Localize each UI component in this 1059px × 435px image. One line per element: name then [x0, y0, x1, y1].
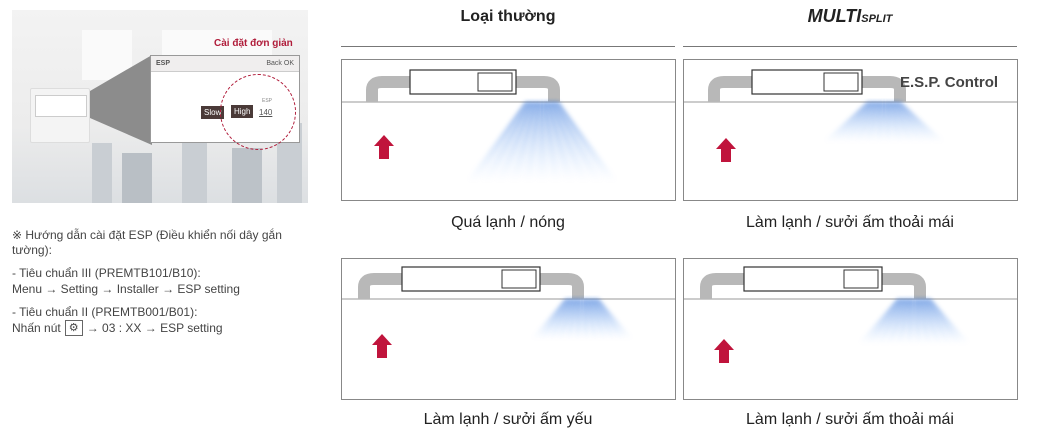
airflow-stream [508, 102, 538, 182]
airflow-stream [845, 102, 877, 142]
airflow-stream [552, 102, 604, 182]
screen-title: ESP [156, 60, 171, 67]
up-arrow-icon [714, 339, 734, 363]
unit-panel [823, 72, 859, 92]
airflow-stream [543, 102, 562, 182]
up-arrow-icon [372, 334, 392, 358]
airflow-stream [927, 299, 970, 344]
airflow-stream [868, 299, 904, 344]
airflow-stream [555, 102, 618, 182]
caption: Làm lạnh / sưởi ấm yếu [423, 411, 593, 428]
airflow-stream [595, 299, 633, 339]
wired-remote-controller [30, 88, 90, 143]
divider [683, 46, 1017, 47]
divider [341, 46, 675, 47]
unit-panel [843, 269, 879, 289]
unit-panel [477, 72, 513, 92]
panel-standard-weak [341, 258, 676, 400]
airflow-stream [531, 299, 569, 339]
airflow-stream [494, 102, 535, 182]
ok-button: OK [283, 60, 294, 67]
option-slow: Slow [201, 106, 225, 119]
panel-multi-comfort-1: E.S.P. Control [683, 59, 1018, 201]
unit-panel [501, 269, 537, 289]
airflow-stream [897, 102, 945, 142]
panel-multi-comfort-2 [683, 258, 1018, 400]
highlight-circle [220, 74, 296, 150]
duct-left [358, 273, 402, 299]
airflow-stream [466, 102, 529, 182]
duct-right [540, 273, 584, 299]
airflow-stream [480, 102, 532, 182]
std2-title: - Tiêu chuẩn II (PREMTB001/B01): [12, 305, 198, 319]
back-button: Back [266, 60, 282, 67]
duct-right [862, 76, 906, 102]
hero-title: Cài đặt đơn giản [214, 38, 293, 49]
airflow-stream [558, 299, 578, 339]
std2-prefix: Nhấn nút [12, 320, 61, 335]
duct-left [366, 76, 410, 102]
std3-title: - Tiêu chuẩn III (PREMTB101/B10): [12, 266, 201, 280]
airflow-stream [549, 102, 590, 182]
duct-left [708, 76, 752, 102]
column-header-standard: Loại thường [460, 8, 556, 25]
duct-right [882, 273, 926, 299]
std2-path: → 03 : XX → ESP setting [86, 320, 223, 335]
airflow-stream [878, 299, 907, 344]
airflow-stream [834, 102, 874, 142]
up-arrow-icon [716, 138, 736, 162]
airflow-stream [888, 299, 910, 344]
airflow-stream [858, 299, 901, 344]
duct-left [700, 273, 744, 299]
airflow-stream [522, 102, 541, 182]
airflow-stream [540, 299, 572, 339]
caption: Làm lạnh / sưởi ấm thoải mái [746, 411, 954, 428]
caption: Làm lạnh / sưởi ấm thoải mái [746, 214, 954, 231]
esp-guide-heading: ※ Hướng dẫn cài đặt ESP (Điều khiển nối … [12, 228, 282, 257]
std3-path: Menu → Setting → Installer → ESP setting [12, 282, 240, 296]
multisplit-logo: MULTISPLIT [807, 6, 893, 26]
esp-control-label: E.S.P. Control [900, 74, 999, 91]
settings-gear-icon: ⚙ [64, 320, 83, 336]
duct-right [516, 76, 560, 102]
airflow-stream [856, 102, 880, 142]
airflow-stream [549, 299, 575, 339]
panel-standard-strong [341, 59, 676, 201]
airflow-stream [823, 102, 871, 142]
caption: Quá lạnh / nóng [451, 214, 565, 231]
up-arrow-icon [374, 135, 394, 159]
airflow-stream [546, 102, 576, 182]
